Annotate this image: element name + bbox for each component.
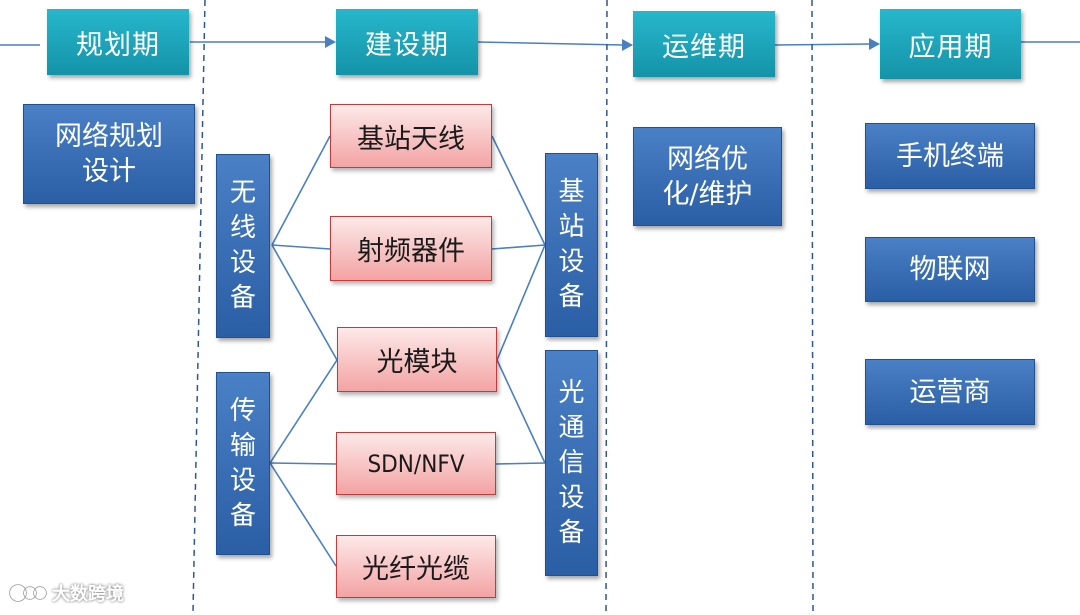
mobile-terminal-box: 手机终端 bbox=[865, 123, 1035, 189]
wireless-equipment-box: 无 线 设 备 bbox=[216, 154, 270, 338]
link-optical-module-bs-equipment bbox=[496, 244, 546, 361]
arrowhead-application bbox=[869, 38, 880, 50]
timeline-arrow-construction-operation bbox=[477, 41, 624, 46]
optical-comm-equipment-box: 光 通 信 设 备 bbox=[545, 350, 598, 576]
sdn-nfv-box: SDN/NFV bbox=[336, 432, 496, 495]
phase-application: 应用期 bbox=[880, 9, 1021, 79]
operator-box: 运营商 bbox=[865, 359, 1035, 425]
timeline-arrow-operation-application bbox=[774, 43, 871, 46]
iot-box: 物联网 bbox=[865, 237, 1035, 302]
rf-devices-box: 射频器件 bbox=[330, 216, 492, 281]
link-wireless-optical-module bbox=[271, 244, 338, 361]
link-optical-module-optical-comm bbox=[496, 359, 546, 464]
base-station-antenna-box: 基站天线 bbox=[330, 104, 492, 168]
phase-planning: 规划期 bbox=[47, 9, 189, 75]
link-wireless-rf bbox=[271, 244, 331, 250]
transmission-equipment-box: 传 输 设 备 bbox=[216, 372, 270, 555]
link-transmission-sdn bbox=[269, 462, 337, 465]
base-station-equipment-box: 基 站 设 备 bbox=[545, 153, 598, 337]
watermark-logo-icon bbox=[9, 584, 47, 602]
phase-construction: 建设期 bbox=[336, 9, 478, 75]
arrowhead-construction bbox=[325, 36, 336, 48]
timeline bbox=[0, 36, 1080, 51]
link-transmission-optical-module bbox=[269, 359, 338, 464]
divider-construction-operation bbox=[605, 0, 608, 613]
fiber-cable-box: 光纤光缆 bbox=[336, 535, 496, 598]
divider-planning-construction bbox=[192, 0, 206, 613]
network-planning-design-box: 网络规划 设计 bbox=[23, 104, 195, 204]
divider-operation-application bbox=[811, 0, 814, 613]
watermark-text: 大数跨境 bbox=[52, 584, 124, 605]
optical-module-box: 光模块 bbox=[337, 327, 497, 392]
link-wireless-antenna bbox=[271, 135, 331, 246]
construction-connectors bbox=[269, 135, 546, 567]
phase-dividers bbox=[192, 0, 814, 613]
link-rf-bs-equipment bbox=[491, 244, 546, 250]
phase-operation: 运维期 bbox=[633, 11, 775, 77]
link-sdn-optical-comm bbox=[495, 462, 546, 465]
arrowhead-operation bbox=[622, 39, 633, 51]
link-transmission-fiber bbox=[269, 462, 337, 567]
link-antenna-bs-equipment bbox=[491, 135, 546, 246]
watermark: 大数跨境 bbox=[8, 580, 124, 606]
network-optimization-box: 网络优 化/维护 bbox=[633, 127, 782, 226]
